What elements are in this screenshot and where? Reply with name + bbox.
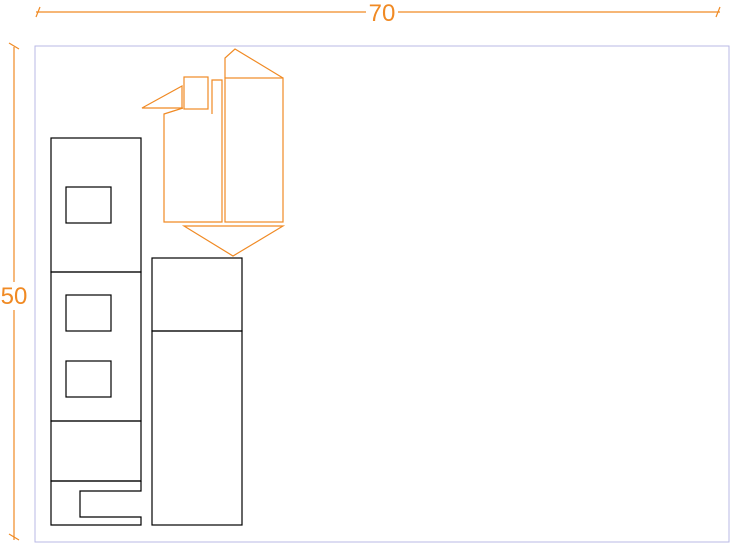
cabinet-left-upper-window	[65, 186, 112, 224]
cabinet-right-upper	[151, 257, 243, 332]
cabinet-column-right	[151, 257, 243, 526]
width-dimension-tick-left	[35, 6, 41, 18]
folded-panel-left-body	[163, 79, 223, 223]
cabinet-left-middle-window-bottom	[65, 360, 112, 398]
cabinet-column-left	[50, 137, 142, 526]
height-dimension-tick-top	[8, 42, 20, 50]
cabinet-left-drawer	[50, 420, 142, 482]
cabinet-left-upper	[50, 137, 142, 273]
cabinet-left-middle-window-top	[65, 294, 112, 332]
height-dimension	[8, 42, 20, 541]
width-dimension	[35, 6, 721, 18]
folded-panel-right-body	[224, 77, 284, 223]
width-dimension-tick-right	[715, 6, 721, 18]
folded-panel-bottom-flap	[181, 225, 286, 257]
cabinet-right-lower	[151, 330, 243, 526]
cabinet-left-middle	[50, 271, 142, 422]
cabinet-left-base	[50, 480, 142, 526]
folded-panel-small-tab	[183, 76, 209, 110]
height-dimension-tick-bottom	[8, 533, 20, 541]
width-dimension-label: 70	[369, 0, 396, 27]
folded-panel-top-flap	[224, 48, 284, 79]
room-frame	[34, 45, 730, 543]
folded-panel-left-flap	[141, 84, 183, 109]
folded-panel-shape	[141, 48, 286, 257]
height-dimension-label: 50	[1, 283, 28, 310]
